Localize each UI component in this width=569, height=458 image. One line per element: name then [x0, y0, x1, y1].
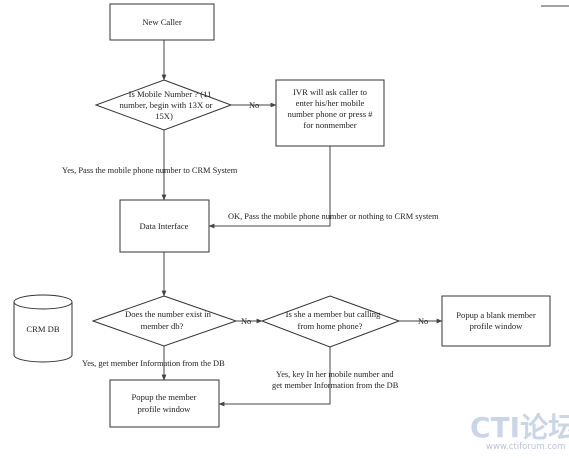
- edge-labels: No Yes, Pass the mobile phone number to …: [62, 101, 439, 390]
- data-interface-box: [119, 199, 210, 253]
- crm-db-cylinder-body: [13, 302, 73, 363]
- node-member-home-decision: Is she a member but calling from home ph…: [260, 295, 401, 348]
- node-crm-db: CRM DB: [13, 294, 73, 363]
- is-mobile-diamond: [94, 79, 233, 131]
- number-exist-line-2: member db?: [141, 321, 184, 331]
- edge-label-no-1: No: [249, 101, 259, 110]
- is-mobile-line-3: 15X): [155, 111, 173, 121]
- ivr-line-1: IVR will ask caller to: [293, 87, 367, 97]
- number-exist-line-1: Does the number exist in: [125, 309, 212, 319]
- connectors: [161, 40, 443, 407]
- data-interface-label: Data Interface: [140, 221, 189, 231]
- watermark-url: www.ctiforum.com: [486, 442, 565, 452]
- member-home-line-1: Is she a member but calling: [286, 309, 381, 319]
- node-is-mobile-decision: Is Mobile Number ? (11 number, begin wit…: [94, 79, 233, 131]
- edge-label-no-2: No: [241, 317, 251, 326]
- popup-blank-line-2: profile window: [470, 321, 524, 331]
- node-popup-blank: Popup a blank member profile window: [441, 295, 551, 347]
- is-mobile-line-1: Is Mobile Number ? (11: [129, 89, 212, 99]
- popup-member-box: [109, 379, 220, 428]
- node-number-exist-decision: Does the number exist in member db?: [91, 295, 238, 347]
- new-caller-box: [109, 3, 215, 41]
- edge-memberhome-to-popupmember: [218, 347, 331, 407]
- edge-label-yes-key-line-2: get member Information from the DB: [272, 381, 399, 390]
- node-data-interface: Data Interface: [119, 199, 210, 253]
- member-home-line-2: from home phone?: [298, 321, 363, 331]
- new-caller-label: New Caller: [142, 17, 182, 27]
- member-home-diamond: [260, 295, 401, 348]
- edge-label-yes-key-line-1: Yes, key In her mobile number and: [276, 370, 394, 379]
- edge-label-no-3: No: [418, 317, 428, 326]
- node-popup-member: Popup the member profile window: [109, 379, 220, 428]
- watermark: CTI论坛 www.ctiforum.com: [470, 411, 569, 452]
- crm-db-cylinder-top: [13, 294, 73, 310]
- edge-ivr-to-datainterface: [208, 146, 331, 229]
- ivr-line-4: for nonmember: [303, 120, 356, 130]
- popup-member-line-2: profile window: [138, 404, 192, 414]
- popup-blank-line-1: Popup a blank member: [456, 310, 536, 320]
- edge-label-ok-pass: OK, Pass the mobile phone number or noth…: [228, 212, 439, 221]
- is-mobile-line-2: number, begin with 13X or: [120, 100, 213, 110]
- popup-member-line-1: Popup the member: [132, 392, 197, 402]
- ivr-line-3: number phone or press #: [288, 109, 374, 119]
- number-exist-diamond: [91, 295, 238, 347]
- watermark-logo: CTI论坛: [470, 411, 569, 444]
- edge-label-yes-pass: Yes, Pass the mobile phone number to CRM…: [62, 166, 238, 175]
- ivr-line-2: enter his/her mobile: [296, 98, 365, 108]
- crm-db-label: CRM DB: [26, 324, 59, 334]
- ivr-box: [275, 79, 385, 147]
- node-ivr: IVR will ask caller to enter his/her mob…: [275, 79, 385, 147]
- node-new-caller: New Caller: [109, 3, 215, 41]
- edge-label-yes-get: Yes, get member Information from the DB: [82, 359, 225, 368]
- popup-blank-box: [441, 295, 551, 347]
